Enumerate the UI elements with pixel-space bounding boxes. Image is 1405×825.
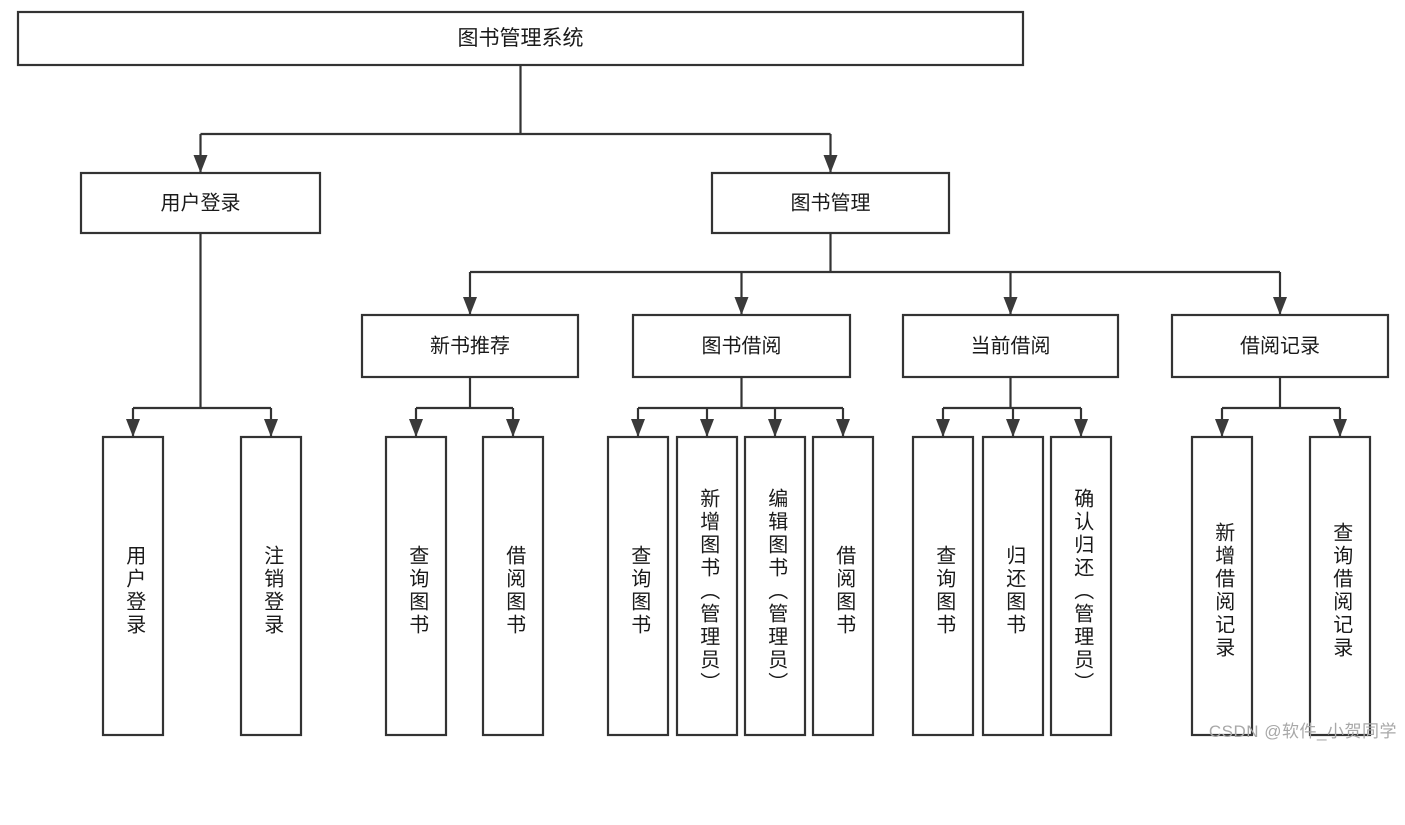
conn-book-mgmt-arrowhead-1 [734,297,749,315]
node-l3-0-label: 新书推荐 [430,334,510,357]
leaf-12-box[interactable] [1308,435,1372,737]
leaf-0-box[interactable] [101,435,165,737]
conn-l3-2-arrowhead-1 [1006,419,1020,437]
node-l3-1-box[interactable] [631,313,852,379]
leaf-8-box[interactable] [911,435,975,737]
node-l3-3-box[interactable] [1170,313,1390,379]
leaf-6-box[interactable] [743,435,807,737]
conn-root-arrowhead-1 [823,155,838,173]
conn-l3-2-arrowhead-0 [936,419,950,437]
conn-l3-1-arrowhead-0 [631,419,645,437]
node-l2-0-label: 用户登录 [161,191,241,214]
conn-l3-1-arrowhead-1 [700,419,714,437]
leaf-1-box[interactable] [239,435,303,737]
leaf-4-box[interactable] [606,435,670,737]
leaf-3-box[interactable] [481,435,545,737]
node-l3-2-label: 当前借阅 [971,334,1051,357]
node-l3-0-box[interactable] [360,313,580,379]
node-l3-1-label: 图书借阅 [702,334,782,357]
conn-book-mgmt-arrowhead-3 [1273,297,1287,315]
conn-l3-1-arrowhead-2 [768,419,782,437]
conn-book-mgmt-arrowhead-2 [1003,297,1018,315]
node-l3-2-box[interactable] [901,313,1120,379]
conn-l3-1-arrowhead-3 [836,419,850,437]
conn-user-login-arrowhead-0 [126,419,140,437]
node-root-box[interactable] [16,10,1025,67]
node-l2-1-box[interactable] [710,171,951,235]
diagram-canvas: 图书管理系统用户登录图书管理新书推荐图书借阅当前借阅借阅记录 用户登录注销登录查… [16,10,1397,741]
node-l3-3-label: 借阅记录 [1240,334,1320,357]
leaf-2-box[interactable] [384,435,448,737]
leaf-10-box[interactable] [1049,435,1113,737]
watermark-text: CSDN @软件_小贺同学 [1208,722,1397,741]
conn-l3-3-arrowhead-1 [1333,419,1347,437]
conn-l3-0-arrowhead-0 [409,419,423,437]
leaf-7-box[interactable] [811,435,875,737]
conn-l3-3-arrowhead-0 [1215,419,1229,437]
conn-l3-2-arrowhead-2 [1074,419,1088,437]
leaf-11-box[interactable] [1190,435,1254,737]
connector-lines-layer [126,65,1347,437]
conn-l3-0-arrowhead-1 [506,419,520,437]
conn-book-mgmt-arrowhead-0 [463,297,477,315]
conn-root-arrowhead-0 [193,155,208,173]
node-boxes-layer [16,10,1390,737]
node-l2-1-label: 图书管理 [791,191,871,214]
leaf-9-box[interactable] [981,435,1045,737]
conn-user-login-arrowhead-1 [264,419,278,437]
node-l2-0-box[interactable] [79,171,322,235]
leaf-5-box[interactable] [675,435,739,737]
node-root-label: 图书管理系统 [458,27,584,50]
